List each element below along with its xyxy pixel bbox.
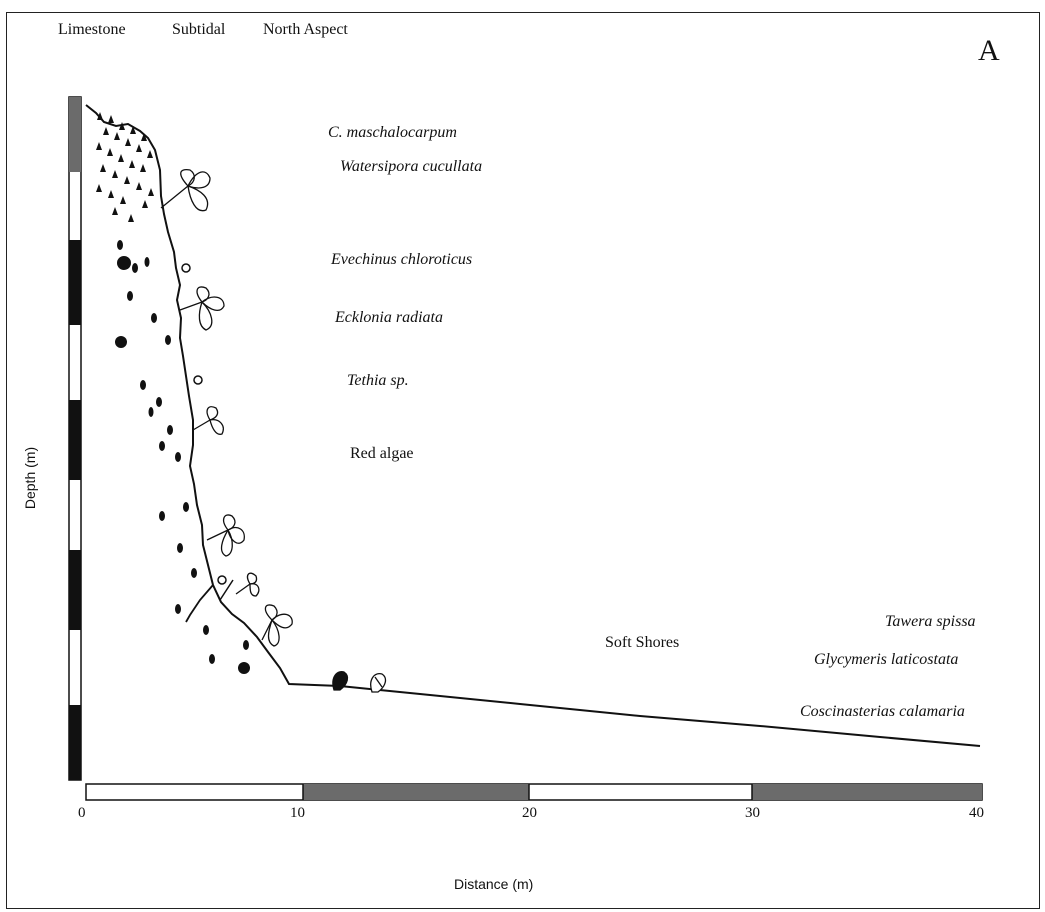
label-ecklonia: Ecklonia radiata: [335, 309, 443, 326]
panel-letter: A: [978, 34, 1000, 67]
depth-scale-bar: [68, 96, 82, 781]
header-zone: Subtidal: [172, 21, 226, 38]
kelp-icons: [160, 169, 293, 647]
seabed-profile: [85, 104, 981, 747]
x-tick-20: 20: [522, 805, 537, 821]
x-tick-30: 30: [745, 805, 760, 821]
label-glycymeris: Glycymeris laticostata: [814, 651, 959, 668]
label-c-maschalocarpum: C. maschalocarpum: [328, 124, 457, 141]
turf-organisms: [96, 112, 154, 222]
label-soft-shores: Soft Shores: [605, 634, 680, 651]
header-rock: Limestone: [58, 21, 126, 38]
sponge-icons: [181, 263, 227, 585]
red-algae-marks: [117, 240, 249, 664]
x-axis-label: Distance (m): [454, 876, 534, 892]
rock-branch-2: [219, 579, 234, 601]
x-tick-0: 0: [78, 805, 86, 821]
label-evechinus: Evechinus chloroticus: [331, 251, 473, 268]
x-tick-40: 40: [969, 805, 984, 821]
x-tick-10: 10: [290, 805, 305, 821]
rock-branch: [185, 584, 214, 623]
label-watersipora: Watersipora cucullata: [340, 158, 483, 175]
urchin-icons: [115, 256, 250, 674]
distance-scale-bar: [85, 783, 983, 801]
label-tawera: Tawera spissa: [885, 613, 976, 630]
header-aspect: North Aspect: [263, 21, 348, 38]
label-coscinasterias: Coscinasterias calamaria: [800, 703, 965, 720]
label-tethia: Tethia sp.: [347, 372, 409, 389]
bivalve-icons: [332, 670, 387, 693]
label-red-algae: Red algae: [350, 445, 414, 462]
